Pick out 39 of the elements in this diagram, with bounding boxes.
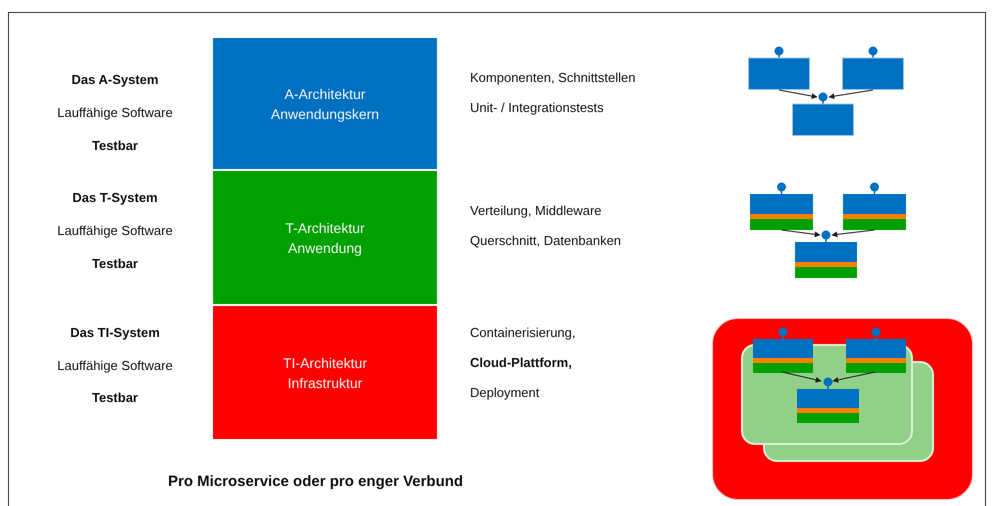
arrow <box>781 230 821 238</box>
system-label: Das TI-System <box>69 325 161 341</box>
component-box <box>797 377 859 423</box>
component-box <box>842 46 904 90</box>
layer-box <box>212 305 438 440</box>
layer-title: A-Architektur Anwendungskern <box>270 84 380 124</box>
component-box <box>750 182 813 230</box>
system-label: Lauffähige Software <box>56 105 174 121</box>
description-text: Containerisierung, <box>470 325 576 341</box>
layer-box <box>212 170 438 305</box>
layer-box <box>212 37 438 170</box>
description-text: Deployment <box>470 385 540 401</box>
description-text: Verteilung, Middleware <box>470 203 602 219</box>
description-text: Unit- / Integrationstests <box>470 100 604 116</box>
layer-title: TI-Architektur Infrastruktur <box>282 354 368 392</box>
component-box <box>843 182 906 230</box>
caption: Pro Microservice oder pro enger Verbund <box>168 474 464 490</box>
component-box <box>753 327 813 373</box>
component-box <box>795 230 857 278</box>
arrow <box>832 372 876 383</box>
component-box <box>792 92 854 136</box>
system-label: Testbar <box>91 390 139 406</box>
system-label: Testbar <box>91 138 139 154</box>
system-label: Lauffähige Software <box>56 358 174 374</box>
component-box <box>748 46 810 90</box>
cluster-panel <box>712 318 973 500</box>
arrow <box>831 230 875 238</box>
component-box <box>846 327 906 373</box>
system-label: Lauffähige Software <box>56 223 174 239</box>
layer-title: T-Architektur Anwendung <box>284 218 366 258</box>
system-label: Das T-System <box>71 190 159 206</box>
system-label: Das A-System <box>70 72 160 88</box>
description-text: Querschnitt, Datenbanken <box>470 233 622 249</box>
description-text: Cloud-Plattform, <box>470 355 572 371</box>
arrow <box>828 90 874 100</box>
arrow <box>782 372 822 383</box>
system-label: Testbar <box>91 256 139 272</box>
arrow <box>778 90 818 99</box>
description-text: Komponenten, Schnittstellen <box>470 70 636 86</box>
